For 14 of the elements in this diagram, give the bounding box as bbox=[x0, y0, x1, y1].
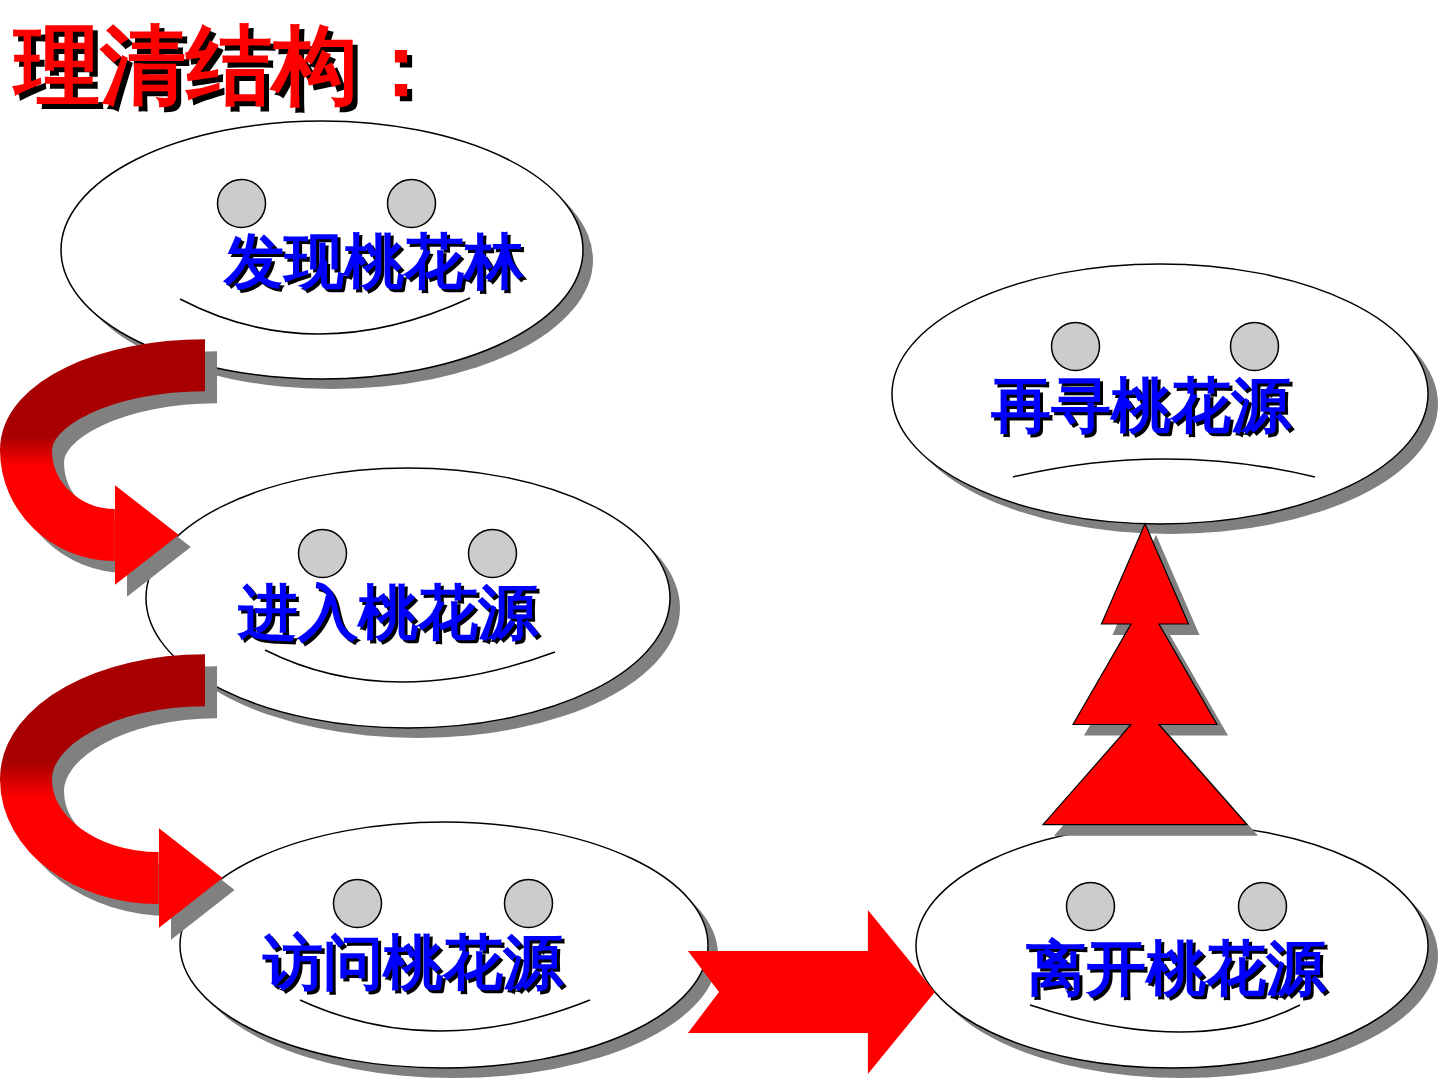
face-ellipse bbox=[145, 467, 682, 740]
tree-shaped-arrow bbox=[1041, 522, 1258, 836]
curved-arrow bbox=[0, 654, 235, 940]
node-label: 发现桃花林 bbox=[224, 231, 524, 291]
node-label: 进入桃花源 bbox=[238, 582, 538, 642]
node-label: 离开桃花源 bbox=[1026, 938, 1326, 998]
node-label: 再寻桃花源 bbox=[991, 375, 1291, 435]
face-ellipse bbox=[179, 821, 720, 1080]
face-ellipse bbox=[60, 120, 595, 391]
node-label: 访问桃花源 bbox=[263, 932, 563, 992]
block-arrow bbox=[687, 910, 935, 1074]
title: 理清结构： bbox=[14, 22, 444, 108]
face-ellipse bbox=[891, 263, 1440, 536]
curved-arrow bbox=[0, 339, 218, 597]
